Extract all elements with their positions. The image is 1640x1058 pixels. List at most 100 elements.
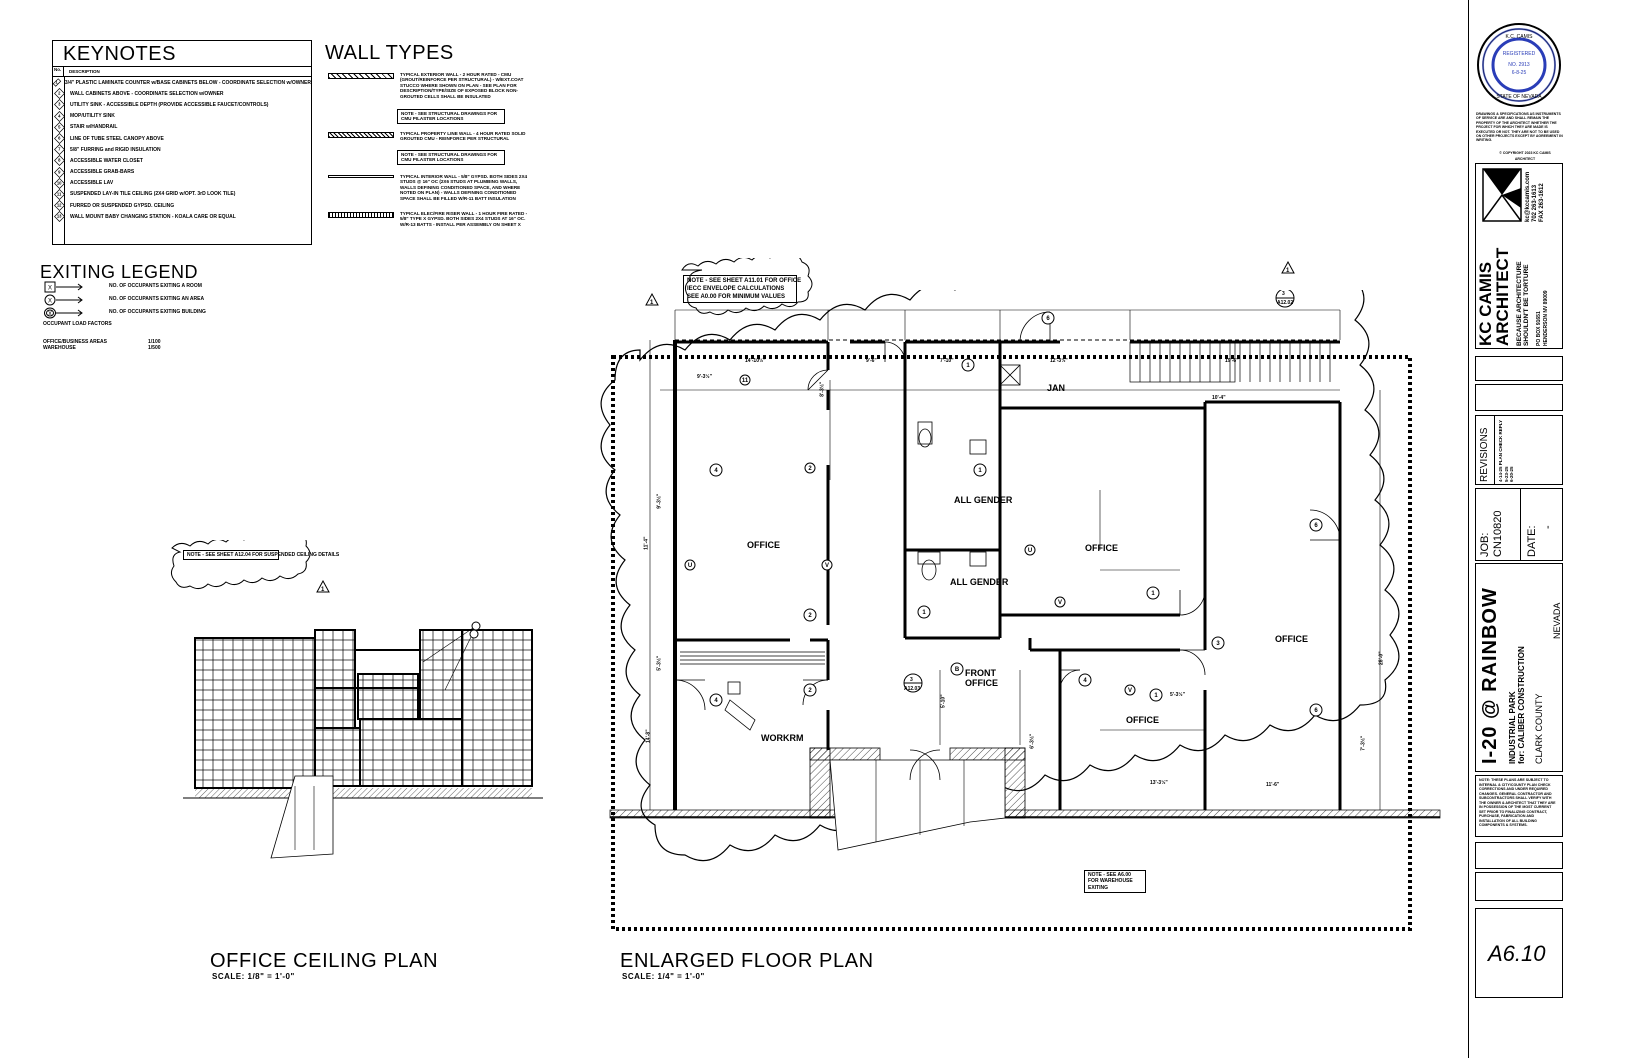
occupant-load-title: OCCUPANT LOAD FACTORS (43, 321, 112, 327)
keynotes-title: KEYNOTES (53, 41, 311, 67)
blank-box-2 (1475, 384, 1563, 411)
keynote-number-tag: 12 (54, 200, 65, 212)
svg-text:V: V (1128, 688, 1132, 694)
keynote-number: 9 (58, 169, 61, 175)
wall-type-pattern (328, 132, 394, 138)
svg-text:2: 2 (808, 466, 812, 472)
dimension-label: 28'-0" (1378, 651, 1385, 665)
keynote-number-tag: 10 (54, 177, 65, 189)
revision-delta-icon: 1 (645, 293, 659, 306)
keynote-number-tag: 7 (54, 144, 65, 156)
keynote-row: 10 ACCESSIBLE LAV (53, 177, 311, 189)
seal-exp: 6-8-25 (1512, 70, 1527, 76)
room-label-office-4: OFFICE (1126, 715, 1159, 725)
copyright-note: DRAWINGS & SPECIFICATIONS AS INSTRUMENTS… (1476, 112, 1563, 143)
firm-address-2: HENDERSON NV 89009 (1543, 290, 1549, 346)
project-sub: INDUSTRIAL PARK for: CALIBER CONSTRUCTIO… (1508, 646, 1526, 764)
job-date-divider (1520, 489, 1521, 560)
wall-types-title: WALL TYPES (325, 42, 454, 64)
firm-name-line-1: KC CAMIS (1476, 261, 1495, 346)
firm-address: PO BOX 91651 HENDERSON NV 89009 (1536, 290, 1550, 346)
room-label-office-2: OFFICE (1085, 543, 1118, 553)
job-date-box: JOB: CN10820 DATE: - (1475, 488, 1563, 561)
wall-type-description: TYPICAL EXTERIOR WALL - 2 HOUR RATED - C… (400, 72, 524, 99)
office-note-line-3: SEE A0.00 FOR MINIMUM VALUES (687, 294, 786, 300)
dimension-label: 7'-10" (940, 358, 954, 364)
keynote-row: 1 3/4" PLASTIC LAMINATE COUNTER w/BASE CA… (52, 77, 311, 88)
revision-entry-1: 4-14-25 PLAN CHECK REPLY (1498, 419, 1503, 482)
exit-symbol-icon: X (44, 294, 83, 306)
keynote-number: 1 (55, 80, 59, 85)
revisions-box: REVISIONS 4-14-25 PLAN CHECK REPLY 5-23-… (1475, 415, 1563, 485)
svg-text:6: 6 (1046, 316, 1050, 322)
dimension-label: 10'-4" (1212, 395, 1226, 401)
keynotes-header: No. DESCRIPTION (53, 67, 311, 77)
svg-text:1: 1 (1286, 268, 1290, 274)
keynote-text: WALL CABINETS ABOVE - COORDINATE SELECTI… (70, 90, 224, 97)
dimension-label: 12'-3½" (1050, 358, 1068, 364)
dimension-label: 11'-4" (643, 536, 650, 550)
sheet-number-box: A6.10 (1475, 908, 1563, 998)
svg-text:1: 1 (922, 610, 926, 616)
ceiling-plan-scale: SCALE: 1/8" = 1'-0" (212, 972, 295, 981)
office-note-line-2: IECC ENVELOPE CALCULATIONS (687, 286, 785, 292)
keynote-number: 4 (58, 114, 61, 119)
firm-email: kc@kccamis.com (1525, 171, 1531, 222)
revisions-list: 4-14-25 PLAN CHECK REPLY 5-23-25 6-20-25 (1498, 420, 1515, 482)
dimension-label: 14'-10½" (745, 358, 766, 364)
keynote-number: 7 (58, 147, 61, 152)
exit-legend-text: No. OF OCCUPANTS EXITING AN AREA (109, 296, 205, 302)
wall-type-description: TYPICAL PROPERTY LINE WALL - 4 HOUR RATE… (400, 131, 526, 142)
section-ref-sheet-2: A12.03 (904, 686, 921, 692)
section-ref-sheet: A12.02 (1277, 300, 1294, 306)
section-marker (903, 290, 1295, 693)
keynote-text: 3/4" PLASTIC LAMINATE COUNTER w/BASE CAB… (64, 79, 311, 86)
blank-box-4 (1475, 872, 1563, 901)
project-name: I-20 @ RAINBOW (1479, 587, 1501, 764)
keynote-text: ACCESSIBLE LAV (70, 180, 114, 187)
wall-type-pattern (328, 175, 394, 178)
firm-tagline: BECAUSE ARCHITECTURE SHOULDN'T BE TORTUR… (1516, 261, 1530, 346)
firm-phone: 702 263-1613 (1532, 184, 1538, 222)
svg-text:V: V (825, 563, 829, 569)
wall-type-description: TYPICAL ELEC/FIRE RISER WALL - 1 HOUR FI… (400, 211, 528, 227)
keynote-text: LINE OF TUBE STEEL CANOPY ABOVE (70, 135, 164, 142)
section-ref-number: 3 (1282, 291, 1285, 297)
keynote-number: 3 (58, 102, 61, 108)
seal-no: NO. 2913 (1508, 62, 1530, 68)
dimension-label: 13'-3½" (1150, 780, 1168, 786)
svg-text:1: 1 (966, 363, 970, 369)
enlarged-floor-plan-drawing: 11 2 2 2 1 6 6 6 3 1 1 1 1 4 4 4 B U V V… (600, 290, 1441, 931)
dimension-label: 8'-3½" (819, 381, 826, 397)
wall-type-note: NOTE - SEE STRUCTURAL DRAWINGS FOR CMU P… (397, 109, 505, 124)
keynote-number: 5 (58, 125, 61, 130)
sheet-number: A6.10 (1488, 941, 1546, 966)
office-note-cloud (681, 258, 813, 316)
load-factor-use-2: WAREHOUSE (43, 345, 76, 351)
keynote-row: 6 LINE OF TUBE STEEL CANOPY ABOVE (53, 133, 311, 144)
date-value: - (1542, 525, 1554, 529)
keynote-text: ACCESSIBLE WATER CLOSET (70, 157, 143, 164)
blank-box-1 (1475, 356, 1563, 381)
keynote-number: 11 (57, 192, 62, 197)
keynote-number-tag: 1 (52, 78, 62, 87)
keynote-number: 6 (58, 136, 61, 141)
ceiling-note-cloud (170, 540, 311, 590)
copyright-owner: © COPYRIGHT 2023 KC CAMIS ARCHITECT (1499, 151, 1551, 162)
disclaimer-box: NOTE: THESE PLANS ARE SUBJECT TO INTERNA… (1475, 775, 1563, 837)
warehouse-note: NOTE - SEE A6.00 FOR WAREHOUSE EXITING (1084, 870, 1146, 894)
dimension-label: 19'-6" (1225, 358, 1239, 364)
keynotes-col-no: No. (53, 67, 64, 76)
exit-symbol-letter: X (48, 299, 52, 305)
keynote-number-tag: 5 (54, 121, 65, 133)
architect-seal: REGISTERED NO. 2913 6-8-25 K.C. CAMIS ST… (1477, 23, 1561, 107)
floor-plan-scale: SCALE: 1/4" = 1'-0" (622, 972, 705, 981)
keynote-number-tag: 4 (54, 110, 65, 122)
